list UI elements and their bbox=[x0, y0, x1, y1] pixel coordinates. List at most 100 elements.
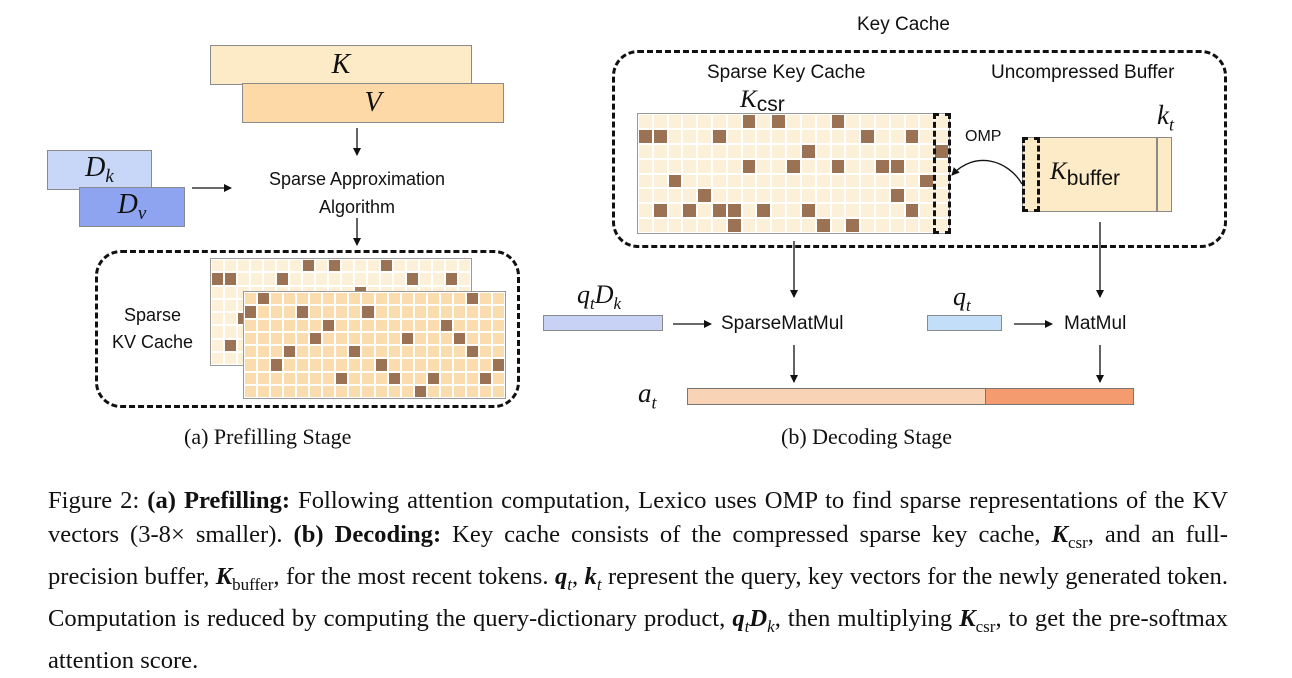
caption-k-buffer: Kbuffer bbox=[215, 562, 274, 594]
v-matrix: V bbox=[242, 83, 504, 123]
csr-cell bbox=[935, 159, 948, 173]
sparse-k-cell bbox=[284, 332, 296, 344]
csr-nonzero-cell bbox=[905, 204, 919, 218]
sparse-k-nonzero-cell bbox=[310, 332, 322, 344]
sparse-k-cell bbox=[271, 372, 283, 384]
csr-cell bbox=[890, 204, 904, 218]
sparse-k-cell bbox=[284, 372, 296, 384]
csr-cell bbox=[668, 189, 682, 203]
sparse-v-cell bbox=[225, 352, 236, 364]
sparse-k-cell bbox=[297, 359, 309, 371]
csr-cell bbox=[787, 219, 800, 232]
arrows-layer bbox=[192, 128, 1104, 383]
sparse-kv-cache-line1: Sparse bbox=[124, 305, 182, 325]
sparse-k-cell bbox=[245, 359, 257, 371]
sparse-k-nonzero-cell bbox=[466, 293, 478, 305]
sparse-v-cell bbox=[368, 273, 379, 285]
csr-nonzero-cell bbox=[905, 129, 919, 143]
sparse-k-nonzero-cell bbox=[349, 346, 361, 358]
sparse-k-nonzero-cell bbox=[245, 306, 257, 318]
sparse-k-nonzero-cell bbox=[258, 293, 270, 305]
sparse-k-cell bbox=[245, 293, 257, 305]
csr-cell bbox=[831, 129, 845, 143]
sparse-k-cell bbox=[362, 319, 374, 331]
sparse-v-cell bbox=[212, 352, 223, 364]
csr-cell bbox=[742, 189, 756, 203]
caption-a-text: Following attention computation, Lexico … bbox=[48, 487, 1228, 548]
sparse-k-cell bbox=[323, 293, 335, 305]
csr-cell bbox=[727, 129, 741, 143]
sparse-kv-cache-line2: KV Cache bbox=[112, 332, 194, 352]
sparse-k-nonzero-cell bbox=[271, 359, 283, 371]
caption-kt: kt bbox=[584, 562, 602, 594]
arrow-omp bbox=[951, 159, 1023, 185]
sparse-v-cell bbox=[303, 273, 314, 285]
k-csr-label: Kcsr bbox=[740, 86, 785, 116]
caption-b-title: Decoding: bbox=[334, 521, 442, 548]
prefilling-subcaption: (a) Prefilling Stage bbox=[184, 424, 352, 449]
sparse-k-cell bbox=[258, 346, 270, 358]
decoding-subcaption: (b) Decoding Stage bbox=[781, 424, 953, 449]
sparse-k-cell bbox=[297, 293, 309, 305]
sparse-v-cell bbox=[420, 260, 431, 272]
csr-cell bbox=[816, 115, 830, 128]
sparse-k-cell bbox=[401, 346, 413, 358]
sparse-v-nonzero-cell bbox=[407, 273, 418, 285]
csr-cell bbox=[787, 115, 800, 128]
csr-nonzero-cell bbox=[653, 129, 667, 143]
sparse-k-cell bbox=[310, 372, 322, 384]
sparse-k-cell bbox=[492, 385, 504, 397]
csr-nonzero-cell bbox=[698, 189, 712, 203]
sparse-v-nonzero-cell bbox=[277, 273, 288, 285]
sparse-k-cell bbox=[388, 319, 400, 331]
csr-nonzero-cell bbox=[935, 144, 948, 158]
sparse-k-cell bbox=[414, 293, 426, 305]
key-cache-title: Key Cache bbox=[857, 14, 950, 35]
sparse-k-cell bbox=[414, 306, 426, 318]
sparse-k-cell bbox=[310, 385, 322, 397]
sparse-k-cell bbox=[453, 385, 465, 397]
csr-cell bbox=[742, 129, 756, 143]
sparse-k-cell bbox=[310, 346, 322, 358]
sparse-v-cell bbox=[355, 273, 366, 285]
sparse-k-cell bbox=[258, 319, 270, 331]
csr-cell bbox=[742, 144, 756, 158]
sparse-k-cell bbox=[323, 346, 335, 358]
csr-cell bbox=[831, 189, 845, 203]
sparse-k-cell bbox=[362, 385, 374, 397]
sparse-k-nonzero-cell bbox=[414, 385, 426, 397]
sparse-v-cell bbox=[316, 260, 327, 272]
csr-cell bbox=[683, 219, 697, 232]
sparse-k-cell bbox=[479, 332, 491, 344]
dv-dictionary: Dv bbox=[79, 187, 185, 227]
csr-cell bbox=[683, 144, 697, 158]
dv-label: Dv bbox=[117, 189, 147, 224]
csr-cell bbox=[920, 129, 934, 143]
csr-cell bbox=[698, 159, 712, 173]
csr-cell bbox=[772, 144, 786, 158]
csr-cell bbox=[742, 204, 756, 218]
sparse-v-cell bbox=[264, 273, 275, 285]
sparse-kv-cache-label: Sparse KV Cache bbox=[112, 302, 193, 356]
csr-cell bbox=[683, 174, 697, 188]
sparse-k-cell bbox=[401, 372, 413, 384]
k-t-column bbox=[1156, 137, 1172, 212]
sparse-k-nonzero-cell bbox=[362, 306, 374, 318]
sparse-v-nonzero-cell bbox=[329, 260, 340, 272]
dk-label: Dk bbox=[85, 152, 114, 187]
sparse-k-nonzero-cell bbox=[453, 332, 465, 344]
sparse-k-cell bbox=[466, 306, 478, 318]
csr-cell bbox=[772, 159, 786, 173]
caption-k-csr-2: Kcsr bbox=[959, 604, 996, 636]
sparse-v-nonzero-cell bbox=[303, 260, 314, 272]
sparse-k-cell bbox=[336, 346, 348, 358]
csr-cell bbox=[653, 159, 667, 173]
csr-cell bbox=[920, 204, 934, 218]
key-cache-box bbox=[612, 50, 1227, 248]
csr-cell bbox=[772, 189, 786, 203]
sparse-v-cell bbox=[290, 260, 301, 272]
csr-cell bbox=[639, 174, 652, 188]
csr-cell bbox=[757, 144, 771, 158]
sparse-k-cell bbox=[284, 293, 296, 305]
sparse-k-cell bbox=[440, 385, 452, 397]
